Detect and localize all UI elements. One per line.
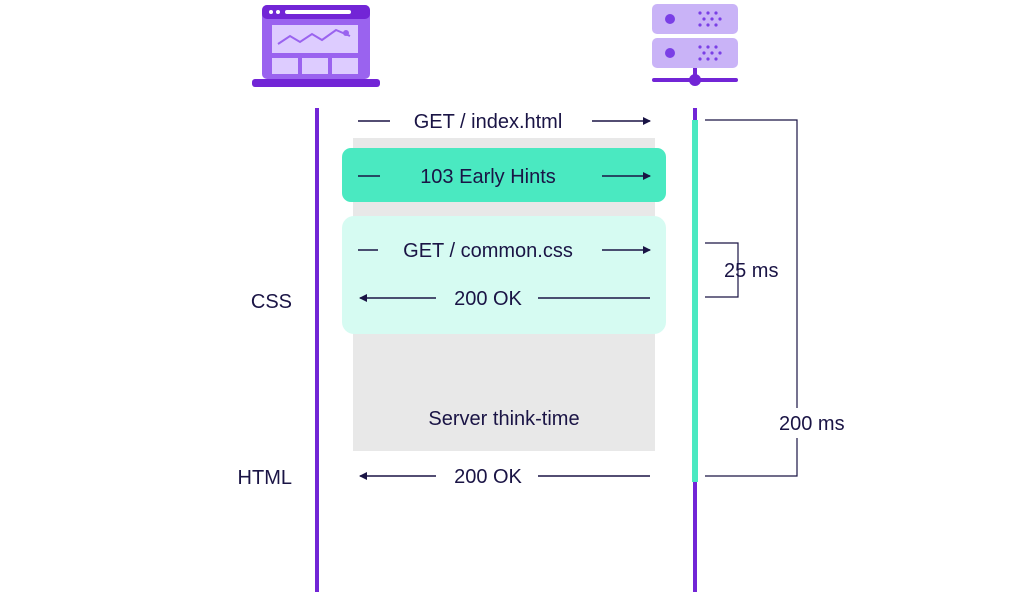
early-hints-block (342, 148, 666, 202)
server-icon (652, 4, 738, 86)
css-fetch-block (342, 216, 666, 334)
label-css-ok: 200 OK (454, 288, 522, 310)
laptop-icon (252, 5, 380, 87)
label-early-hints: 103 Early Hints (420, 166, 556, 188)
bracket-total-label-bg (774, 408, 862, 438)
label-get-index: GET / index.html (414, 111, 563, 133)
server-active-bar (692, 120, 698, 482)
label-get-css: GET / common.css (403, 240, 573, 262)
label-think-time: Server think-time (428, 408, 579, 430)
label-html-ok: 200 OK (454, 466, 522, 488)
client-label-html: HTML (238, 467, 292, 489)
bracket-css-round-trip (705, 242, 739, 298)
client-label-css: CSS (251, 291, 292, 313)
timing-css-round-trip: 25 ms (724, 260, 778, 282)
timing-total: 200 ms (779, 413, 845, 435)
client-lifeline (315, 108, 319, 592)
bracket-total (705, 119, 798, 477)
